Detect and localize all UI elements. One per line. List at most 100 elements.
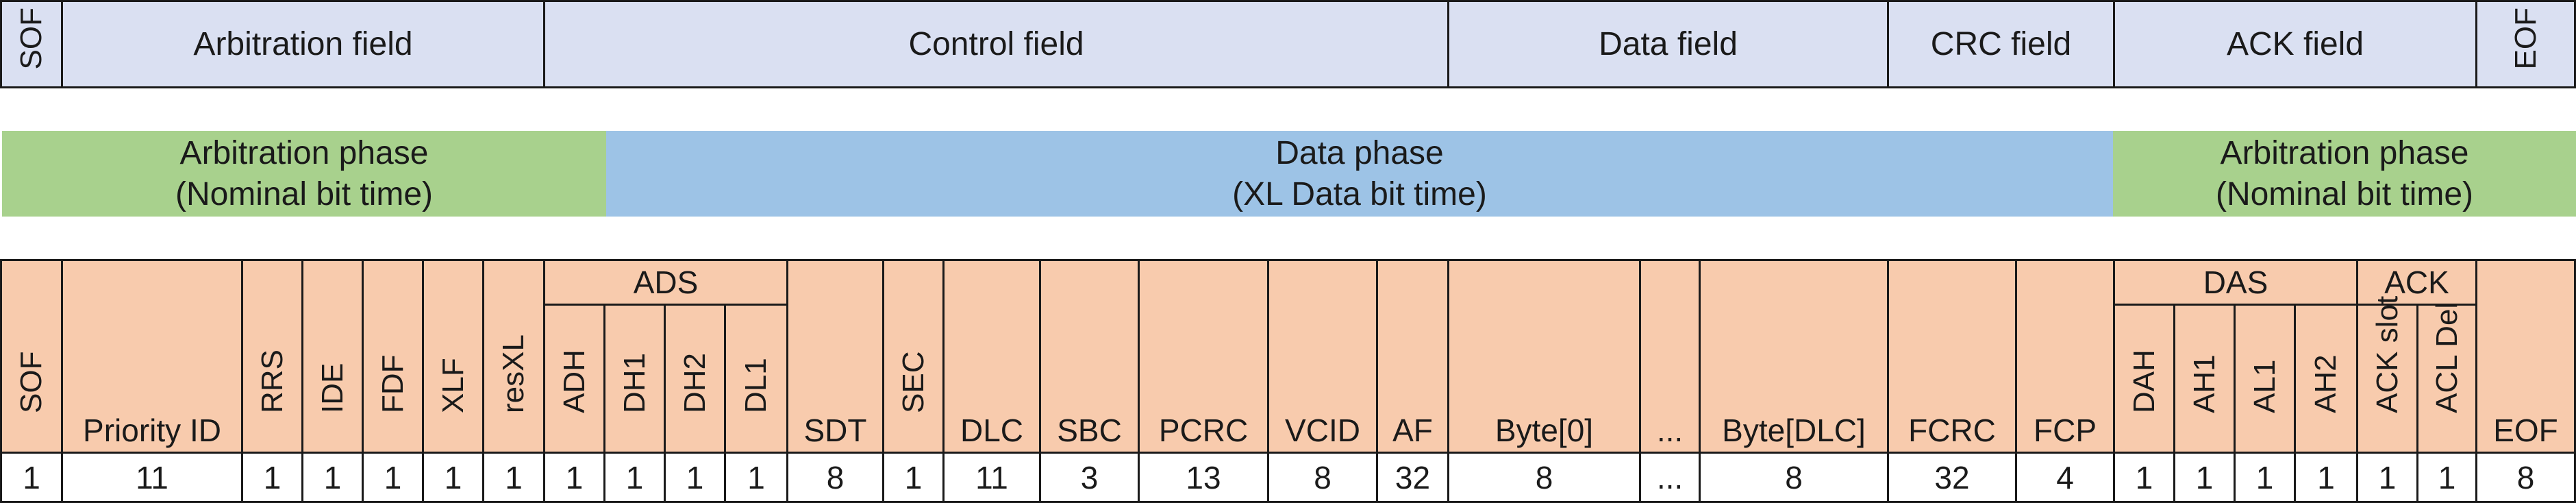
bit-rrs: RRS — [241, 259, 303, 454]
bit-fdf-label: FDF — [375, 354, 410, 413]
frame-field-sof-label: SOF — [14, 8, 48, 70]
frame-field-ack-label: ACK field — [2226, 25, 2364, 62]
bit-dah-label: DAH — [2127, 349, 2161, 413]
len-ellipsis: ... — [1639, 452, 1701, 503]
len-byte-dlc: 8 — [1699, 452, 1889, 503]
frame-field-eof-label: EOF — [2508, 8, 2542, 70]
len-rrs: 1 — [241, 452, 303, 503]
bit-priority-id-label: Priority ID — [83, 413, 221, 448]
frame-field-eof: EOF — [2475, 0, 2576, 88]
phase-arbitration-end-title: Arbitration phase — [2220, 134, 2469, 171]
len-dh2-value: 1 — [686, 459, 704, 495]
bit-byte-dlc-label: Byte[DLC] — [1722, 413, 1866, 448]
len-fdf: 1 — [362, 452, 424, 503]
bit-dl1: DL1 — [724, 304, 788, 454]
bit-dh1-label: DH1 — [617, 352, 651, 413]
len-al1-value: 1 — [2255, 459, 2274, 495]
bit-adh: ADH — [543, 304, 605, 454]
bit-ah2-label: AH2 — [2309, 354, 2342, 413]
len-dl1: 1 — [724, 452, 788, 503]
frame-field-sof: SOF — [0, 0, 63, 88]
len-ack-slot-value: 1 — [2378, 459, 2397, 495]
bit-dlc-label: DLC — [960, 413, 1024, 448]
bit-sdt-label: SDT — [803, 413, 867, 448]
len-sec: 1 — [882, 452, 945, 503]
len-byte-dlc-value: 8 — [1785, 459, 1803, 495]
len-dl1-value: 1 — [747, 459, 765, 495]
len-sbc-value: 3 — [1080, 459, 1099, 495]
len-sdt: 8 — [786, 452, 884, 503]
len-dah-value: 1 — [2135, 459, 2153, 495]
bit-ellipsis: ... — [1639, 259, 1701, 454]
len-priority-id-value: 11 — [136, 459, 168, 495]
bit-xlf-label: XLF — [436, 358, 470, 413]
bit-sec: SEC — [882, 259, 945, 454]
bit-eof-label: EOF — [2493, 413, 2558, 448]
bit-dl1-label: DL1 — [739, 358, 773, 413]
bit-fcrc: FCRC — [1887, 259, 2017, 454]
bit-ah2: AH2 — [2294, 304, 2358, 454]
phase-data-title: Data phase — [1275, 134, 1444, 171]
bit-resxl-label: resXL — [497, 334, 530, 413]
bit-ack-slot: ACK slot — [2356, 296, 2418, 454]
len-dh2: 1 — [664, 452, 726, 503]
bit-fdf: FDF — [362, 259, 424, 454]
bit-dh2-label: DH2 — [677, 352, 712, 413]
frame-field-crc-label: CRC field — [1930, 25, 2072, 62]
bit-dah: DAH — [2113, 304, 2175, 454]
len-sof-value: 1 — [23, 459, 40, 495]
bit-vcid: VCID — [1267, 259, 1378, 454]
frame-field-control-label: Control field — [908, 25, 1084, 62]
bit-dh2: DH2 — [664, 304, 726, 454]
len-sof: 1 — [0, 452, 63, 503]
len-sec-value: 1 — [904, 459, 923, 495]
len-dh1-value: 1 — [625, 459, 644, 495]
frame-field-control: Control field — [543, 0, 1449, 88]
len-resxl-value: 1 — [505, 459, 523, 495]
frame-field-ack: ACK field — [2113, 0, 2477, 88]
bit-dh1: DH1 — [603, 304, 666, 454]
len-ack-slot: 1 — [2356, 452, 2418, 503]
bit-eof: EOF — [2475, 259, 2576, 454]
bit-vcid-label: VCID — [1285, 413, 1360, 448]
len-byte0-value: 8 — [1535, 459, 1553, 495]
frame-field-arbitration: Arbitration field — [61, 0, 545, 88]
bit-adh-label: ADH — [557, 349, 591, 413]
len-resxl: 1 — [482, 452, 545, 503]
len-sbc: 3 — [1039, 452, 1140, 503]
bit-ide: IDE — [301, 259, 364, 454]
len-sdt-value: 8 — [826, 459, 845, 495]
group-das: DAS — [2113, 259, 2358, 306]
bit-priority-id: Priority ID — [61, 259, 243, 454]
bit-fcrc-label: FCRC — [1908, 413, 1996, 448]
frame-field-data: Data field — [1447, 0, 1889, 88]
bit-acl-del-label: ACL Del — [2429, 302, 2464, 413]
phase-data: Data phase (XL Data bit time) — [606, 131, 2113, 217]
len-fcp: 4 — [2015, 452, 2115, 503]
bit-xlf: XLF — [422, 259, 484, 454]
len-rrs-value: 1 — [263, 459, 282, 495]
len-ide-value: 1 — [323, 459, 342, 495]
len-ah1: 1 — [2173, 452, 2236, 503]
len-af: 32 — [1376, 452, 1449, 503]
bit-sbc: SBC — [1039, 259, 1140, 454]
len-fcp-value: 4 — [2056, 459, 2074, 495]
len-vcid-value: 8 — [1314, 459, 1331, 495]
group-das-label: DAS — [2203, 265, 2268, 300]
len-fcrc-value: 32 — [1934, 459, 1970, 495]
bit-byte-dlc: Byte[DLC] — [1699, 259, 1889, 454]
bit-pcrc: PCRC — [1138, 259, 1269, 454]
bit-rrs-label: RRS — [255, 349, 289, 413]
len-eof-value: 8 — [2516, 459, 2535, 495]
bit-sof: SOF — [0, 259, 63, 454]
bit-ah1-label: AH1 — [2187, 354, 2221, 413]
len-xlf: 1 — [422, 452, 484, 503]
bit-sbc-label: SBC — [1057, 413, 1122, 448]
phase-arbitration-start-title: Arbitration phase — [179, 134, 429, 171]
bit-pcrc-label: PCRC — [1158, 413, 1249, 448]
bit-acl-del: ACL Del — [2416, 302, 2477, 454]
frame-field-crc: CRC field — [1887, 0, 2115, 88]
phase-data-subtitle: (XL Data bit time) — [1232, 175, 1487, 212]
group-ack-label: ACK — [2384, 265, 2449, 300]
bit-ah1: AH1 — [2173, 304, 2236, 454]
